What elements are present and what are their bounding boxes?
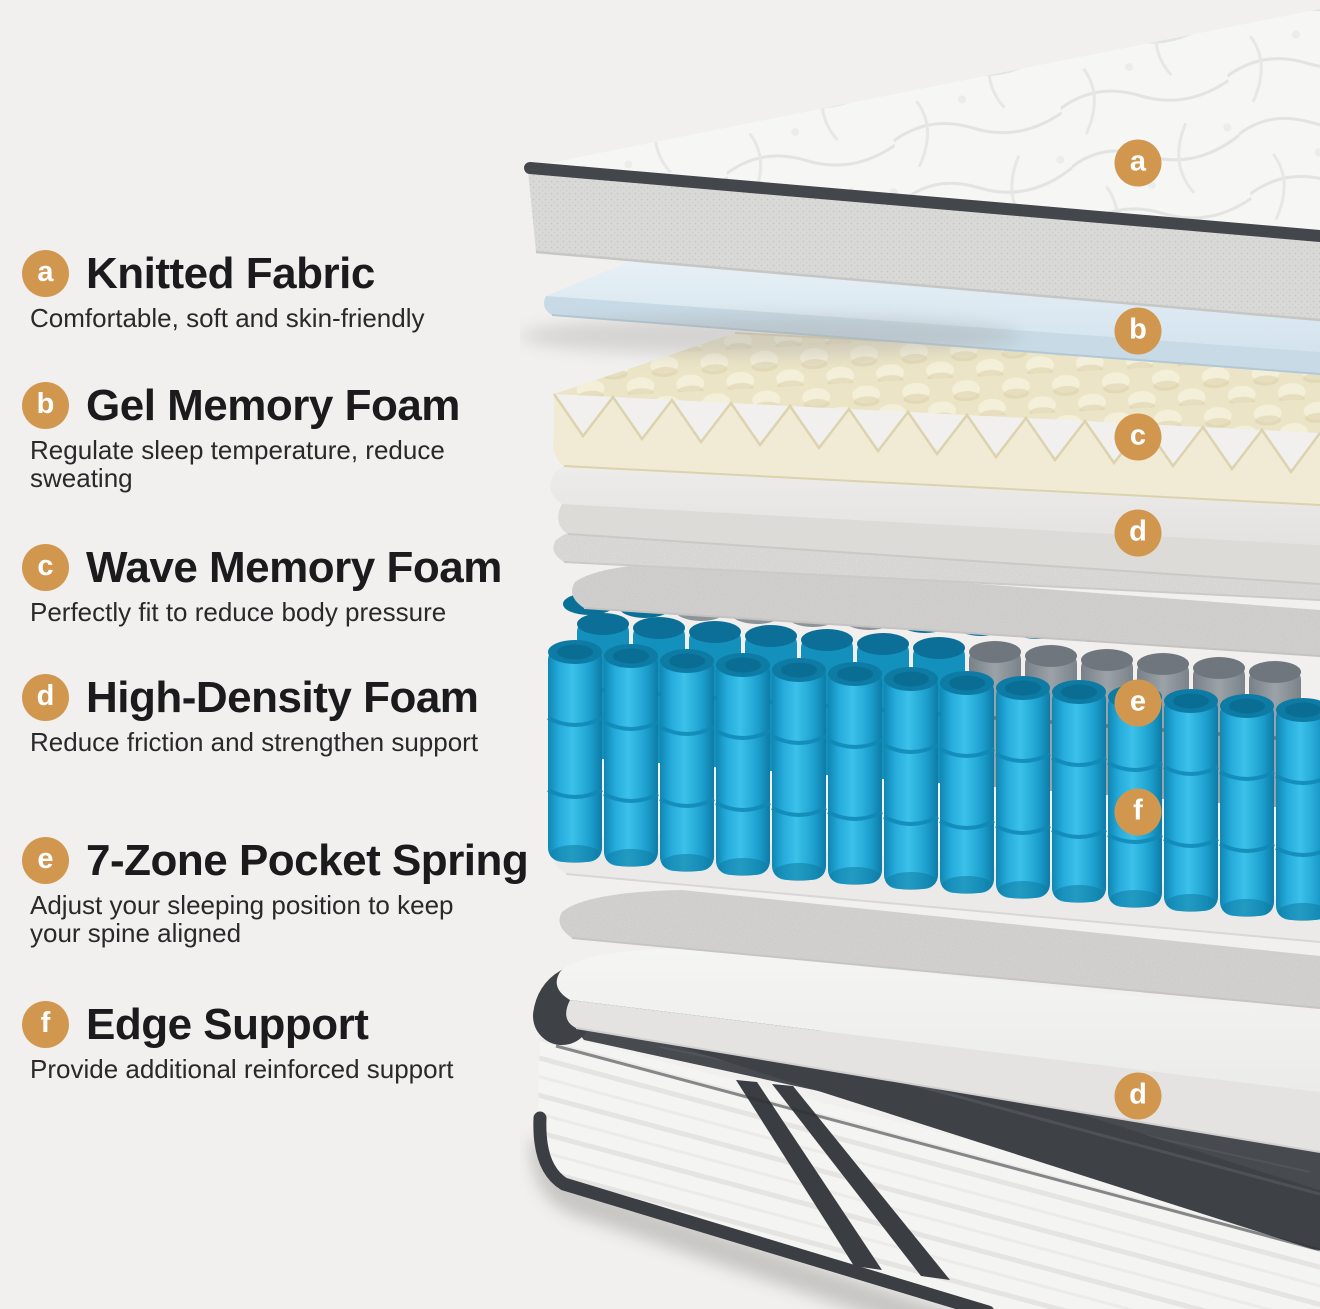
letter-badge-d: d	[22, 674, 69, 721]
top-edge-piping	[524, 162, 1320, 242]
section-description: Comfortable, soft and skin-friendly	[30, 303, 425, 333]
section-title: 7-Zone Pocket Spring	[86, 836, 529, 885]
letter-badge-f: f	[22, 1001, 69, 1048]
diagram-marker-d-bottom: d	[1114, 1072, 1162, 1120]
section-description: Adjust your sleeping position to keep yo…	[30, 890, 454, 948]
layer-transition-sheet-2	[572, 562, 1320, 657]
section-description: Provide additional reinforced support	[30, 1054, 454, 1084]
section-head: a Knitted Fabric	[22, 250, 425, 297]
base-strap	[772, 1084, 950, 1280]
section-gel-memory-foam: b Gel Memory Foam Regulate sleep tempera…	[22, 382, 460, 492]
diagram-marker-b: b	[1114, 307, 1162, 355]
layer-transition-sheet-lower	[559, 890, 1320, 1009]
section-wave-memory-foam: c Wave Memory Foam Perfectly fit to redu…	[22, 544, 502, 626]
section-title: Wave Memory Foam	[86, 543, 502, 592]
section-title: High-Density Foam	[86, 673, 479, 722]
section-title: Edge Support	[86, 1000, 369, 1049]
section-high-density-foam: d High-Density Foam Reduce friction and …	[22, 673, 479, 757]
band-lower-edge	[555, 1044, 1320, 1252]
base-strap	[736, 1080, 882, 1270]
base-bottom-piping	[533, 1111, 994, 1309]
mattress-exploded-illustration	[520, 9, 1320, 1309]
section-head: b Gel Memory Foam	[22, 382, 460, 429]
section-title: Knitted Fabric	[86, 249, 375, 298]
top-mattress-shadow	[520, 316, 1020, 356]
mesh-band-edge	[535, 250, 1320, 322]
section-description: Reduce friction and strengthen support	[30, 727, 479, 757]
mesh-side-band	[528, 171, 1320, 320]
section-edge-support: f Edge Support Provide additional reinfo…	[22, 1001, 453, 1083]
diagram-marker-d: d	[1114, 509, 1162, 557]
letter-badge-b: b	[22, 382, 69, 429]
section-head: f Edge Support	[22, 1001, 453, 1048]
letter-badge-e: e	[22, 837, 69, 884]
diagram-marker-c: c	[1114, 413, 1162, 461]
letter-badge-c: c	[22, 544, 69, 591]
section-head: c Wave Memory Foam	[22, 544, 502, 591]
diagram-marker-e: e	[1114, 679, 1162, 727]
section-description: Regulate sleep temperature, reduce sweat…	[30, 435, 445, 493]
section-knitted-fabric: a Knitted Fabric Comfortable, soft and s…	[22, 250, 425, 332]
letter-badge-a: a	[22, 250, 69, 297]
diagram-marker-a: a	[1114, 139, 1162, 187]
section-description: Perfectly fit to reduce body pressure	[30, 597, 447, 627]
section-head: e 7-Zone Pocket Spring	[22, 836, 529, 885]
section-title: Gel Memory Foam	[86, 381, 460, 430]
diagram-marker-f: f	[1114, 788, 1162, 836]
section-head: d High-Density Foam	[22, 673, 479, 722]
section-pocket-spring: e 7-Zone Pocket Spring Adjust your sleep…	[22, 836, 529, 948]
base-front-face	[537, 1030, 1320, 1309]
